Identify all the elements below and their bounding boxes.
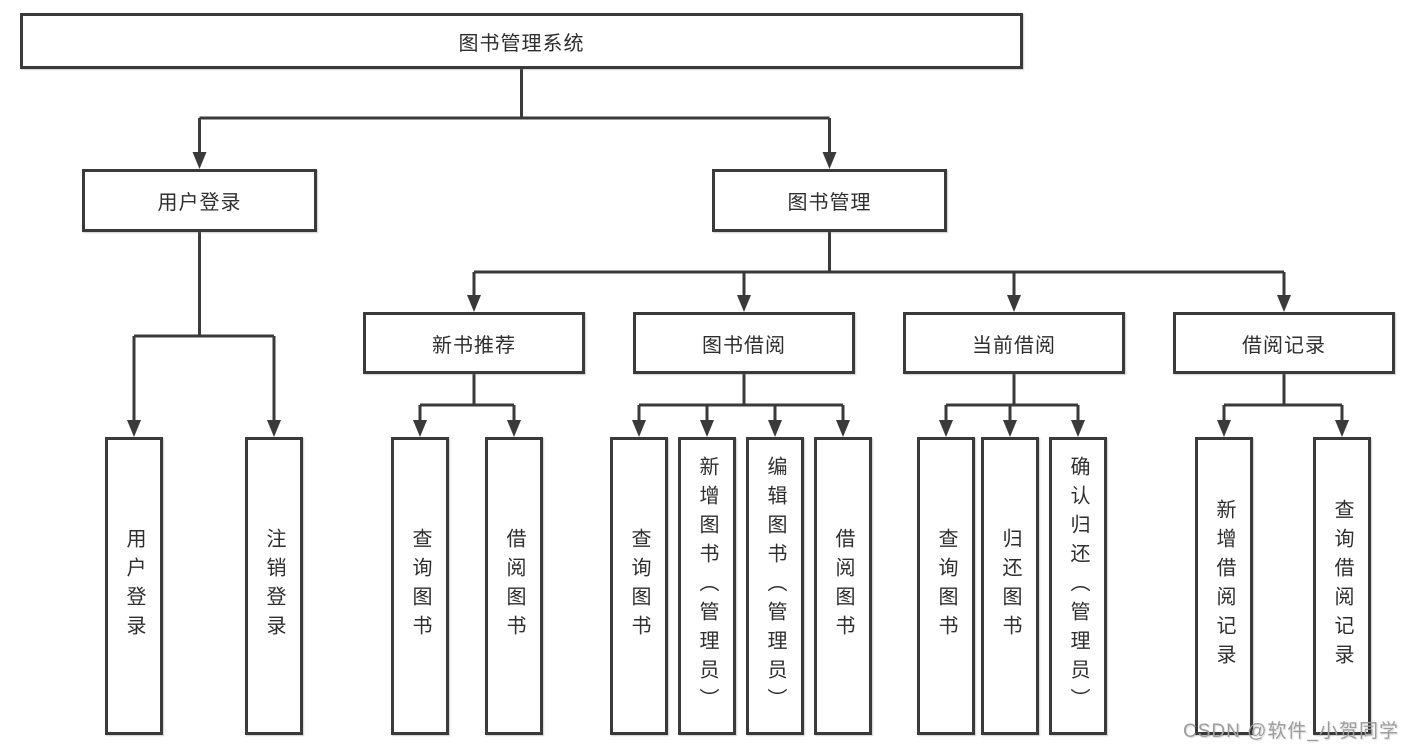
leaf-add-borrow-record-label: 新增借阅记录 <box>1213 499 1235 673</box>
leaf-confirm-return-admin-label: 确认归还（管理员） <box>1067 455 1089 717</box>
node-current-borrow-label: 当前借阅 <box>972 334 1056 357</box>
node-user-login: 用户登录 <box>82 169 317 232</box>
leaf-borrow-books-recommend-label: 借阅图书 <box>503 528 525 644</box>
node-borrow-records: 借阅记录 <box>1173 312 1395 374</box>
node-user-login-label: 用户登录 <box>157 192 242 214</box>
leaf-add-book-admin-label: 新增图书（管理员） <box>696 455 718 717</box>
leaf-edit-book-admin: 编辑图书（管理员） <box>746 437 804 735</box>
node-root-library-system: 图书管理系统 <box>20 13 1023 69</box>
leaf-user-login-label: 用户登录 <box>123 528 145 644</box>
leaf-logout: 注销登录 <box>245 437 303 735</box>
leaf-query-books-recommend: 查询图书 <box>391 437 449 735</box>
node-new-book-recommend-label: 新书推荐 <box>432 334 516 357</box>
node-book-borrow-label: 图书借阅 <box>702 334 786 357</box>
node-book-borrow: 图书借阅 <box>633 312 855 374</box>
leaf-query-borrow-record: 查询借阅记录 <box>1313 437 1371 735</box>
leaf-add-book-admin: 新增图书（管理员） <box>678 437 736 735</box>
leaf-user-login: 用户登录 <box>105 437 163 735</box>
node-book-management-label: 图书管理 <box>787 192 872 214</box>
leaf-add-borrow-record: 新增借阅记录 <box>1195 437 1253 735</box>
leaf-confirm-return-admin: 确认归还（管理员） <box>1049 437 1107 735</box>
leaf-return-book: 归还图书 <box>981 437 1039 735</box>
leaf-borrow-book: 借阅图书 <box>814 437 872 735</box>
leaf-borrow-books-recommend: 借阅图书 <box>485 437 543 735</box>
leaf-query-books-current: 查询图书 <box>917 437 975 735</box>
leaf-query-books-current-label: 查询图书 <box>935 528 957 644</box>
leaf-return-book-label: 归还图书 <box>999 528 1021 644</box>
node-borrow-records-label: 借阅记录 <box>1242 334 1326 357</box>
leaf-edit-book-admin-label: 编辑图书（管理员） <box>764 455 786 717</box>
leaf-query-books-borrow: 查询图书 <box>610 437 668 735</box>
csdn-watermark: CSDN @软件_小贺同学 <box>1183 721 1399 742</box>
leaf-borrow-book-label: 借阅图书 <box>832 528 854 644</box>
leaf-query-borrow-record-label: 查询借阅记录 <box>1331 499 1353 673</box>
leaf-query-books-borrow-label: 查询图书 <box>628 528 650 644</box>
node-current-borrow: 当前借阅 <box>903 312 1125 374</box>
node-root-label: 图书管理系统 <box>458 32 585 55</box>
leaf-logout-label: 注销登录 <box>263 528 285 644</box>
leaf-query-books-recommend-label: 查询图书 <box>409 528 431 644</box>
node-book-management: 图书管理 <box>712 169 947 232</box>
node-new-book-recommend: 新书推荐 <box>363 312 585 374</box>
